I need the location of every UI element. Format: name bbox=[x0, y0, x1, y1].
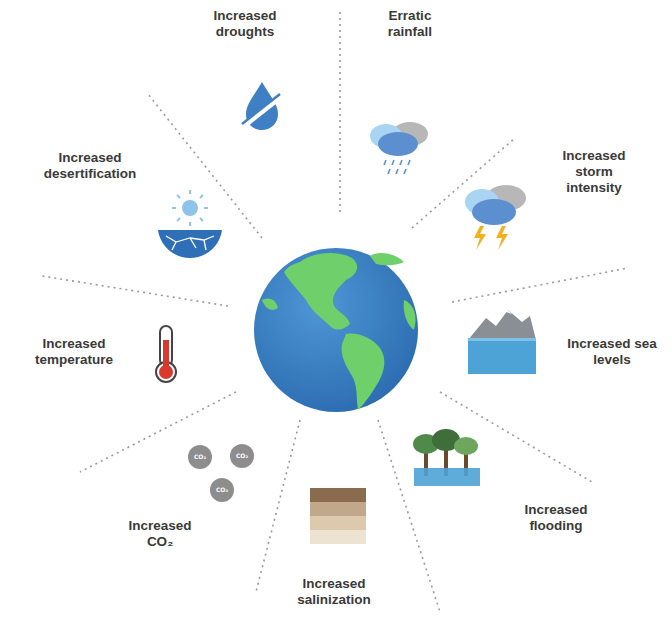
impact-label: Increased droughts bbox=[197, 8, 293, 40]
salinization-icon bbox=[310, 488, 366, 544]
impact-label: Erratic rainfall bbox=[374, 8, 446, 40]
icon-label: CO₂ bbox=[231, 453, 253, 459]
sea-level-icon bbox=[468, 310, 536, 374]
storm-icon bbox=[465, 185, 526, 250]
icon-label: CO₂ bbox=[189, 454, 211, 460]
impact-label: Increased storm intensity bbox=[552, 148, 636, 197]
desertification-icon bbox=[158, 190, 222, 258]
co2-icon bbox=[188, 444, 254, 502]
thermometer-icon bbox=[156, 326, 176, 382]
separator-lines bbox=[42, 12, 628, 612]
impact-label: Increased desertification bbox=[28, 150, 152, 182]
rainfall-icon bbox=[370, 122, 428, 174]
flooding-icon bbox=[413, 429, 480, 486]
impact-label: Increased CO₂ bbox=[118, 518, 202, 550]
icon-label: CO₂ bbox=[211, 487, 233, 493]
impact-label: Increased temperature bbox=[19, 336, 129, 368]
drought-icon bbox=[242, 82, 282, 130]
impact-label: Increased salinization bbox=[280, 576, 388, 608]
globe bbox=[254, 248, 418, 412]
impact-label: Increased sea levels bbox=[567, 336, 657, 368]
impact-label: Increased flooding bbox=[514, 502, 598, 534]
